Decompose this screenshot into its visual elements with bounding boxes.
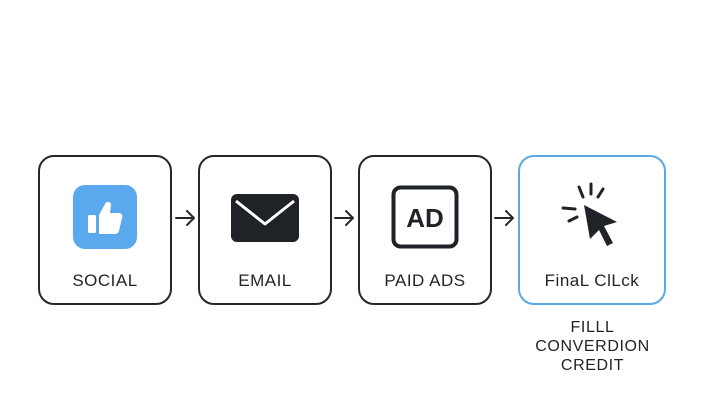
step-card-social: SOCIAL — [38, 155, 172, 305]
thumbs-up-icon — [73, 185, 137, 254]
note-line-3: CREDIT — [560, 357, 625, 374]
ad-badge-icon: AD — [391, 185, 459, 254]
step-card-final-click: FinaL ClLck — [518, 155, 666, 305]
ad-badge-text: AD — [406, 203, 444, 233]
step-label-paid-ads: PAID ADS — [384, 271, 466, 290]
arrow-right-icon — [493, 208, 517, 233]
step-label-final-click: FinaL ClLck — [544, 271, 640, 290]
note-line-2: CONVERDION — [535, 338, 650, 355]
step-label-social: SOCIAL — [72, 271, 138, 290]
arrow-right-icon — [333, 208, 357, 233]
envelope-icon — [230, 193, 300, 248]
cursor-click-icon — [557, 181, 627, 256]
arrow-right-icon — [174, 208, 198, 233]
note-line-1: FILLL — [570, 319, 615, 336]
step-card-paid-ads: AD PAID ADS — [358, 155, 492, 305]
step-label-email: EMAIL — [238, 271, 292, 290]
conversion-credit-note: FILLL CONVERDION CREDIT — [510, 318, 675, 375]
step-card-email: EMAIL — [198, 155, 332, 305]
